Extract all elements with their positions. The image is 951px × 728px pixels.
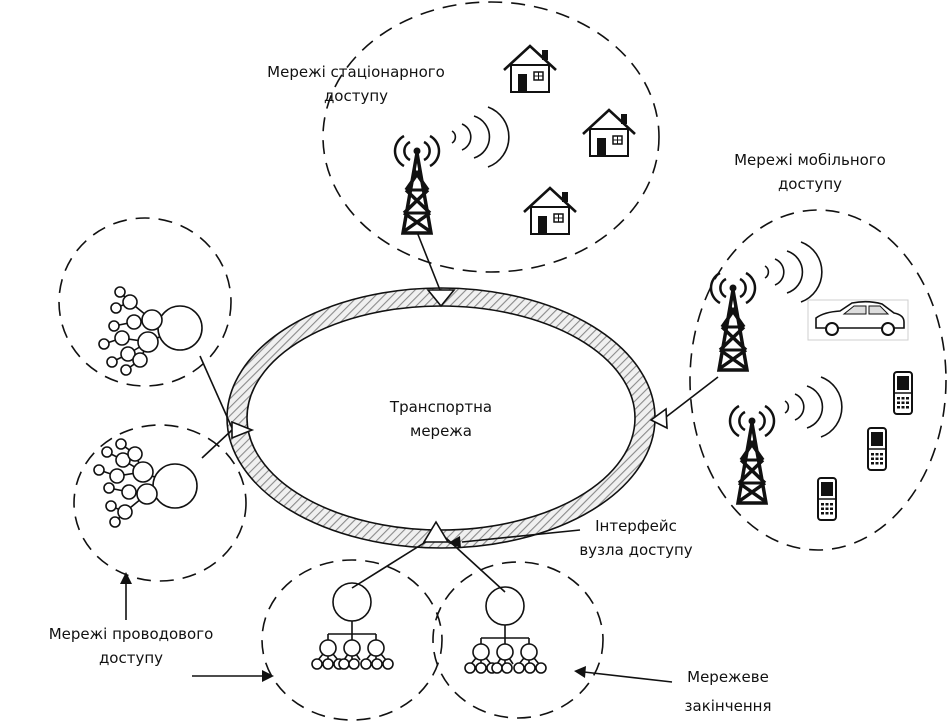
house-icon xyxy=(581,108,637,158)
house-icon xyxy=(522,186,578,236)
access-node-interface xyxy=(426,289,456,308)
transport-label-2: мережа xyxy=(410,422,472,440)
car-icon xyxy=(807,299,909,341)
radio-tower-icon xyxy=(709,271,757,372)
access-network-bottom-left xyxy=(261,559,443,721)
router-tree-icon xyxy=(464,586,547,674)
termination-label-2: закінчення xyxy=(685,697,772,715)
wired-access-network-bottom xyxy=(73,424,247,582)
mobile-phone-icon xyxy=(867,427,887,471)
access-node-interface xyxy=(422,520,450,543)
transport-network: Транспортна мережа xyxy=(226,287,656,549)
termination-label-1: Мережеве xyxy=(687,668,769,686)
access-node-interface xyxy=(649,407,668,430)
router-tree-icon xyxy=(93,438,198,528)
transport-label-1: Транспортна xyxy=(389,398,492,416)
wired-access-network-top xyxy=(58,217,233,429)
house-icon xyxy=(502,44,558,94)
router-tree-icon xyxy=(311,582,394,670)
router-tree-icon xyxy=(98,286,203,376)
radio-tower-icon xyxy=(393,134,441,235)
radio-waves-icon xyxy=(784,376,843,438)
wired-access-label-1: Мережі проводового xyxy=(49,625,214,643)
mobile-access-label-2: доступу xyxy=(778,175,842,193)
interface-label-2: вузла доступу xyxy=(579,541,692,559)
fixed-access-label-2: доступу xyxy=(324,87,388,105)
fixed-access-label-1: Мережі стаціонарного xyxy=(267,63,445,81)
mobile-phone-icon xyxy=(893,371,913,415)
radio-waves-icon xyxy=(764,241,823,303)
access-node-interface xyxy=(231,420,255,440)
fixed-access-network: Мережі стаціонарного доступу xyxy=(267,1,660,308)
interface-label-1: Інтерфейс xyxy=(595,517,677,535)
mobile-access-label-1: Мережі мобільного xyxy=(734,151,886,169)
radio-waves-icon xyxy=(451,106,510,168)
mobile-access-network: Мережі мобільного доступу xyxy=(649,151,947,551)
mobile-phone-icon xyxy=(817,477,837,521)
access-network-bottom-right xyxy=(432,561,604,719)
wired-access-label-2: доступу xyxy=(99,649,163,667)
radio-tower-icon xyxy=(728,404,776,505)
